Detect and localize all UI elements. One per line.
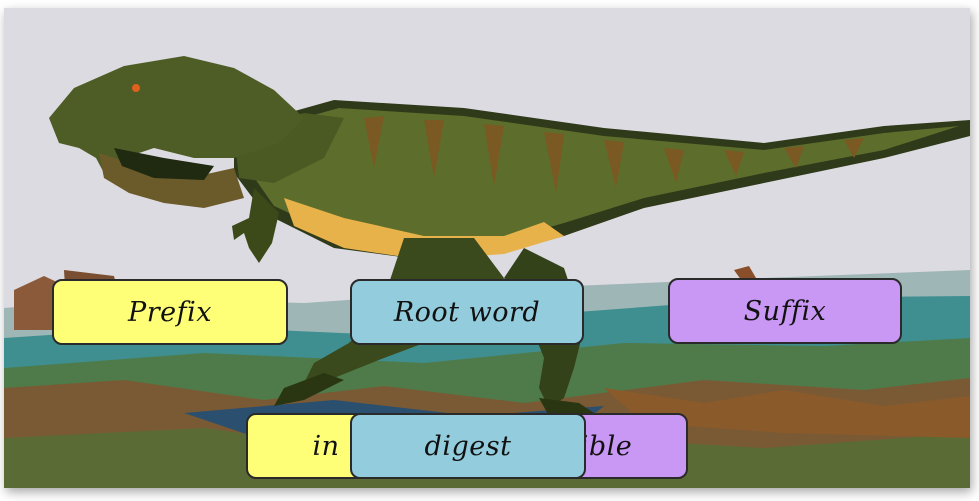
root-part: digest [350, 413, 586, 479]
slide: Prefix Root word Suffix in ible digest [4, 8, 970, 488]
root-word-label: Root word [350, 279, 584, 345]
prefix-label: Prefix [52, 279, 288, 345]
suffix-label: Suffix [668, 278, 902, 344]
